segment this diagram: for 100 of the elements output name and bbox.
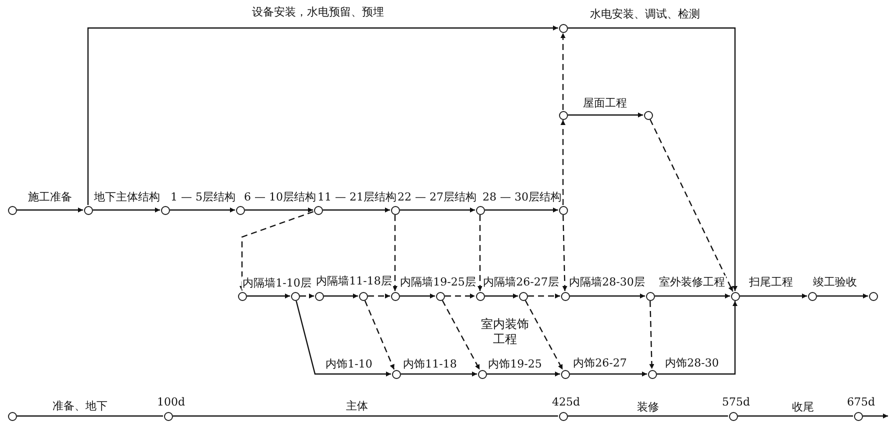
event-circle [868, 292, 878, 300]
dashed-arrow [240, 211, 314, 291]
event-circle [730, 292, 740, 300]
dashed-arrow [392, 215, 398, 291]
dashed-arrow [528, 294, 560, 298]
event-circle [558, 412, 568, 420]
event-circle [84, 206, 92, 214]
event-circle [8, 206, 16, 214]
edge-label: 水电安装、调试、检测 [589, 8, 701, 20]
arrow [324, 294, 358, 298]
edge-label: 内饰1-10 [324, 358, 374, 370]
event-circle [238, 292, 246, 300]
event-circle [160, 206, 170, 214]
dashed-arrow [560, 120, 566, 205]
edge-label: 地下主体结构 [93, 190, 161, 204]
event-circle [560, 370, 570, 378]
event-circle [390, 292, 400, 300]
edge-label: 内饰11-18 [402, 358, 458, 370]
dashed-arrow [368, 294, 390, 298]
dashed-arrow [300, 294, 314, 298]
edge-label: 竣工验收 [812, 276, 858, 288]
dashed-arrow [649, 300, 654, 370]
arrow [245, 208, 313, 212]
arrow [170, 208, 235, 212]
event-circle [8, 412, 16, 420]
event-circle [558, 206, 568, 214]
edge-label: 装修 [636, 400, 660, 414]
edge-label: 内隔墙19-25层 [399, 276, 477, 288]
event-circle [476, 292, 484, 300]
edge-label: 设备安装，水电预留、预埋 [251, 6, 385, 18]
event-circle [854, 412, 862, 420]
event-circle [476, 206, 484, 214]
edge-label: 准备、地下 [52, 400, 108, 412]
edge-label: 内隔墙28-30层 [568, 276, 646, 288]
arrow [485, 294, 518, 298]
edge-label: 1 — 5层结构 [170, 190, 236, 204]
dashed-arrow [524, 300, 564, 370]
time-label: 425d [552, 396, 580, 408]
dashed-arrow [478, 215, 482, 291]
arrow [485, 208, 558, 212]
edge-label: 内隔墙1-10层 [242, 276, 312, 290]
event-circle [314, 206, 322, 214]
arrow [568, 27, 738, 291]
arrow [93, 208, 160, 212]
arrow [817, 294, 868, 298]
edge-label: 室外装修工程 [658, 276, 726, 288]
arrow [740, 294, 807, 298]
event-circle [478, 370, 486, 378]
event-circle [558, 110, 568, 120]
event-circle [646, 292, 654, 300]
event-circle [808, 292, 816, 300]
arrow [568, 112, 643, 118]
time-label: 675d [846, 396, 876, 408]
edge-label: 内饰19-25 [487, 358, 543, 370]
dashed-arrow [560, 33, 566, 110]
edge-label: 施工准备 [27, 190, 73, 204]
edge-label: 屋面工程 [582, 96, 628, 110]
edge-label: 内隔墙11-18层 [315, 274, 393, 288]
arrow [247, 294, 290, 298]
edge-label: 内饰28-30 [664, 356, 720, 370]
dashed-arrow [562, 214, 568, 292]
note-label: 室内装饰工程 [480, 317, 530, 347]
event-circle [558, 24, 568, 32]
edge-label: 收尾 [791, 400, 815, 414]
arrow [87, 26, 558, 205]
event-circle [290, 292, 300, 300]
arrow [657, 301, 738, 375]
event-circle [236, 206, 244, 214]
event-circle [648, 370, 656, 378]
arrow [296, 300, 391, 376]
edge-label: 11 — 21层结构 [316, 190, 398, 204]
arrow [655, 294, 730, 298]
time-label: 100d [156, 396, 186, 408]
arrow [17, 208, 83, 212]
event-circle [644, 110, 652, 120]
arrow [401, 372, 477, 376]
dashed-arrow [442, 300, 480, 370]
time-label: 575d [722, 396, 750, 408]
edge-label: 扫尾工程 [748, 276, 794, 288]
dashed-arrow [650, 119, 734, 292]
event-circle [358, 292, 368, 300]
arrow [487, 372, 560, 376]
edge-label: 主体 [345, 400, 369, 412]
arrow [400, 208, 475, 212]
event-circle [518, 292, 528, 300]
arrow [570, 372, 647, 376]
edge-label: 22 — 27层结构 [396, 190, 478, 204]
event-circle [314, 292, 324, 300]
edge-label: 内隔墙26-27层 [482, 276, 560, 288]
event-circle [390, 206, 400, 214]
arrow [400, 294, 435, 298]
arrow [323, 208, 390, 212]
event-circle [560, 292, 570, 300]
edge-label: 内饰26-27 [572, 356, 628, 370]
event-circle [728, 412, 738, 420]
edge-label: 6 — 10层结构 [243, 190, 317, 204]
arrow [863, 414, 888, 418]
event-circle [392, 370, 400, 378]
dashed-arrow [445, 294, 475, 298]
dashed-arrow [364, 300, 395, 370]
